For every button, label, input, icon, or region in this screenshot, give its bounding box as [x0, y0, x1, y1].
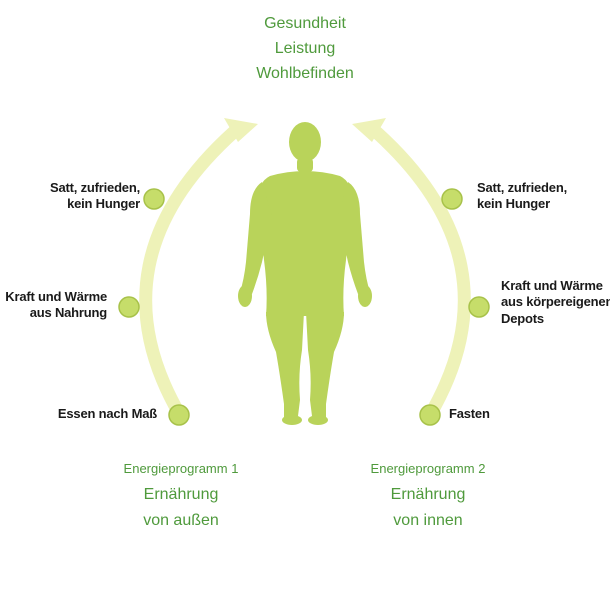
left-label-essen: Essen nach Maß [57, 406, 157, 421]
goal-wohlbefinden: Wohlbefinden [256, 65, 354, 82]
left-arrow-head [224, 118, 258, 142]
right-label-satt: Satt, zufrieden, kein Hunger [477, 180, 567, 212]
right-dot-satt [441, 188, 463, 210]
left-dot-essen [168, 404, 190, 426]
human-figure-icon [238, 122, 372, 425]
right-program-title-1: Ernährung [390, 486, 466, 503]
right-arrow-head [352, 118, 386, 142]
right-program-label: Energieprogramm 2 [370, 461, 486, 476]
right-dot-fasten [419, 404, 441, 426]
right-dot-kraft [468, 296, 490, 318]
right-arc [367, 123, 471, 422]
left-dot-satt [143, 188, 165, 210]
left-label-satt: Satt, zufrieden, kein Hunger [50, 180, 140, 212]
right-label-fasten: Fasten [449, 406, 490, 421]
goal-gesundheit: Gesundheit [264, 15, 346, 32]
left-program-label: Energieprogramm 1 [123, 461, 239, 476]
left-dot-kraft [118, 296, 140, 318]
right-label-kraft: Kraft und Wärme aus körpereigenen Depots [501, 278, 610, 326]
right-program-title-2: von innen [393, 512, 463, 529]
goal-leistung: Leistung [274, 40, 336, 57]
left-program-title-1: Ernährung [143, 486, 219, 503]
left-program-title-2: von außen [143, 512, 219, 529]
left-arc [139, 123, 243, 422]
left-label-kraft: Kraft und Wärme aus Nahrung [5, 289, 107, 321]
